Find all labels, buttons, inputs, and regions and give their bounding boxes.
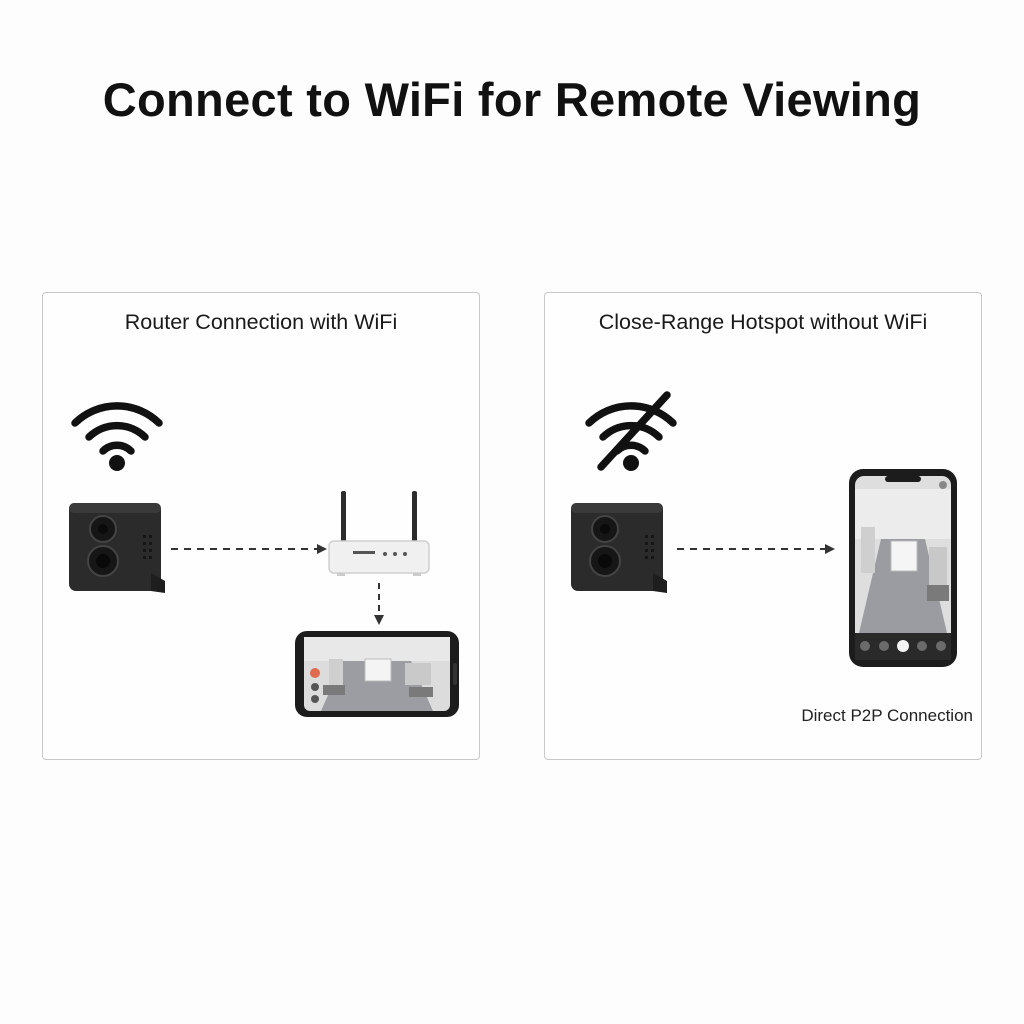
p2p-connection-label: Direct P2P Connection [801, 706, 973, 725]
router-connection-heading: Router Connection with WiFi [124, 310, 398, 334]
arrow-camera-to-router [171, 544, 327, 554]
router-connection-panel: Router Connection with WiFi [42, 292, 480, 760]
smartphone-icon [295, 631, 459, 717]
arrow-router-to-phone [374, 583, 384, 625]
hotspot-connection-panel: Close-Range Hotspot without WiFi [544, 292, 982, 760]
smartphone-icon [849, 469, 957, 667]
page-title: Connect to WiFi for Remote Viewing [102, 73, 922, 126]
wifi-off-icon [585, 391, 677, 471]
wifi-icon [71, 402, 163, 471]
hotspot-connection-heading: Close-Range Hotspot without WiFi [598, 310, 928, 334]
camera-icon [571, 503, 667, 593]
router-icon [328, 491, 430, 576]
arrow-camera-to-phone [677, 544, 835, 554]
camera-icon [69, 503, 165, 593]
